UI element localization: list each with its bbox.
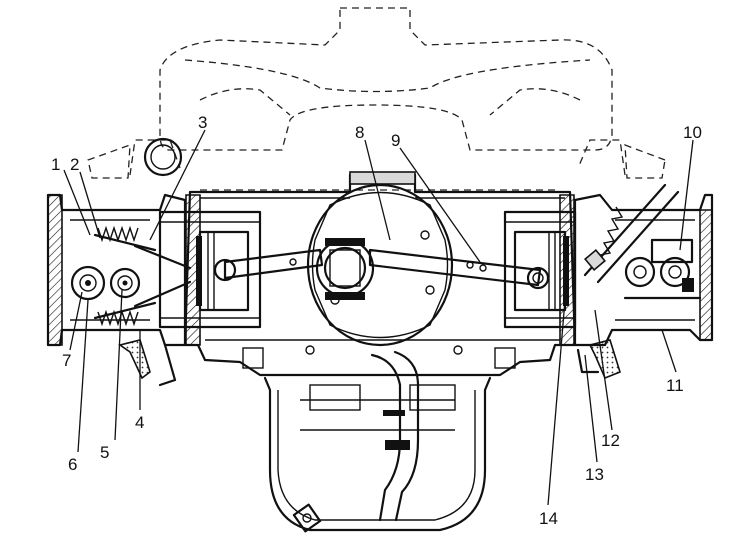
left-cylinder-head — [46, 193, 187, 347]
left-cylinder — [158, 210, 262, 329]
callout-14: 14 — [539, 509, 558, 528]
leader-lines — [63, 129, 694, 506]
callout-2: 2 — [70, 155, 79, 174]
callout-8: 8 — [355, 123, 364, 142]
right-connecting-rod — [368, 248, 550, 290]
connecting-rod-big-end — [315, 238, 375, 300]
right-camshaft — [624, 238, 694, 288]
right-piston — [513, 230, 569, 312]
right-cylinder-head — [573, 193, 714, 347]
left-piston — [196, 230, 250, 312]
drain-plug — [292, 503, 322, 533]
callout-13: 13 — [585, 465, 604, 484]
left-camshaft-intake — [70, 265, 106, 301]
left-valve-spring-lower — [93, 280, 192, 327]
oil-pickup-tube — [370, 350, 420, 522]
callout-6: 6 — [68, 455, 77, 474]
callout-9: 9 — [391, 131, 400, 150]
callout-labels: 1 2 3 4 5 6 7 8 9 10 11 12 13 14 — [51, 113, 702, 528]
left-connecting-rod — [213, 248, 324, 282]
callout-5: 5 — [100, 443, 109, 462]
callout-11: 11 — [666, 376, 684, 395]
callout-4: 4 — [135, 413, 144, 432]
oil-filler-tube — [143, 137, 183, 177]
intake-manifold-outline — [87, 7, 666, 191]
right-valve-assembly — [583, 183, 702, 300]
callout-3: 3 — [198, 113, 207, 132]
callout-7: 7 — [62, 351, 71, 370]
right-exhaust-port — [576, 339, 621, 380]
callout-10: 10 — [683, 123, 702, 142]
left-camshaft-exhaust — [109, 267, 141, 299]
crankshaft-web — [306, 183, 454, 347]
left-exhaust-port — [118, 339, 177, 387]
callout-1: 1 — [51, 155, 60, 174]
lower-crankcase-details — [242, 345, 516, 369]
oil-pan — [263, 376, 492, 532]
left-valve-spring-upper — [93, 225, 192, 270]
callout-12: 12 — [601, 431, 620, 450]
